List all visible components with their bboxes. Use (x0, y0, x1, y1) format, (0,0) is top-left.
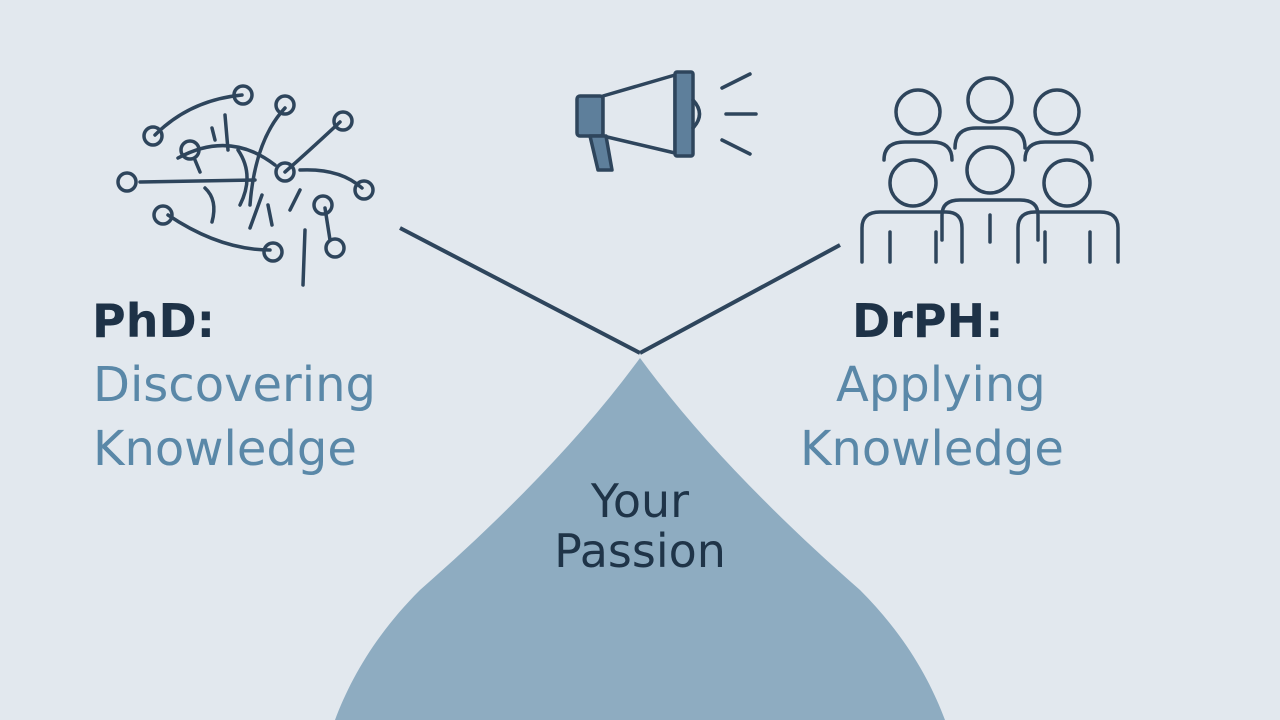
drph-heading: DrPH: (852, 294, 1004, 348)
phd-subtitle-line2: Knowledge (93, 421, 357, 477)
passion-label-line1: Your (590, 474, 690, 528)
connector-line-right (639, 243, 841, 355)
network-brain-icon (116, 84, 375, 287)
drph-subtitle-line1: Applying (836, 357, 1046, 413)
connector-line-left (399, 226, 641, 355)
passion-label-line2: Passion (554, 524, 726, 578)
phd-subtitle-line1: Discovering (93, 357, 376, 413)
drph-subtitle-line2: Knowledge (800, 421, 1064, 477)
passion-drop-shape (335, 358, 945, 720)
phd-heading: PhD: (92, 294, 216, 348)
group-of-people-icon (860, 76, 1120, 264)
megaphone-icon (575, 70, 758, 172)
